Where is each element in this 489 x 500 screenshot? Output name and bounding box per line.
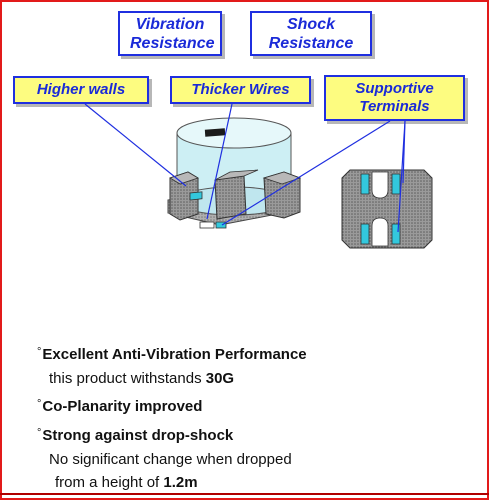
bullet-marker: ° (37, 346, 42, 358)
thicker-wires-label: Thicker Wires (170, 76, 311, 104)
bullet-anti-vibration: °Excellent Anti-Vibration Performance (37, 346, 307, 363)
shock-resistance-label: Shock Resistance (250, 11, 372, 56)
bottom-view (341, 169, 433, 249)
drop-shock-title: Strong against drop-shock (42, 427, 234, 444)
co-planarity-title: Co-Planarity improved (42, 398, 203, 415)
leader-supportive-terminals-left (221, 120, 391, 226)
anti-vibration-detail-value: 30G (205, 370, 235, 387)
front-wall (214, 169, 259, 220)
drop-shock-detail-2-prefix: from a height of (55, 474, 160, 491)
thicker-wires-text: Thicker Wires (191, 81, 290, 98)
bullet-co-planarity: °Co-Planarity improved (37, 398, 202, 415)
leader-higher-walls (84, 103, 187, 187)
supportive-terminals-text: Supportive Terminals (355, 80, 434, 115)
anti-vibration-detail-prefix: this product withstands (49, 370, 202, 387)
inductor-diagram (84, 103, 433, 249)
higher-walls-label: Higher walls (13, 76, 149, 104)
bullet-drop-shock: °Strong against drop-shock (37, 427, 233, 444)
top-marker (204, 128, 226, 137)
bullet-marker: ° (37, 398, 42, 410)
vibration-resistance-label: Vibration Resistance (118, 11, 222, 56)
drop-shock-detail-2-value: 1.2m (163, 474, 198, 491)
vibration-resistance-text: Vibration Resistance (130, 15, 215, 52)
left-wall (169, 171, 199, 221)
bullet-marker: ° (37, 427, 42, 439)
supportive-terminals-label: Supportive Terminals (324, 75, 465, 121)
anti-vibration-title: Excellent Anti-Vibration Performance (42, 346, 307, 363)
bottom-border-line (0, 493, 489, 495)
anti-vibration-detail: this product withstands 30G (49, 370, 234, 387)
right-wall (262, 171, 302, 219)
leader-lines (84, 103, 406, 233)
drop-shock-detail-1: No significant change when dropped (49, 451, 292, 468)
leader-supportive-terminals-bottom-view-2 (397, 120, 406, 233)
front-terminals (189, 191, 227, 229)
higher-walls-text: Higher walls (36, 81, 126, 98)
shock-resistance-text: Shock Resistance (268, 15, 354, 52)
leader-thicker-wires (206, 103, 233, 220)
drop-shock-detail-2: from a height of 1.2m (55, 474, 198, 491)
